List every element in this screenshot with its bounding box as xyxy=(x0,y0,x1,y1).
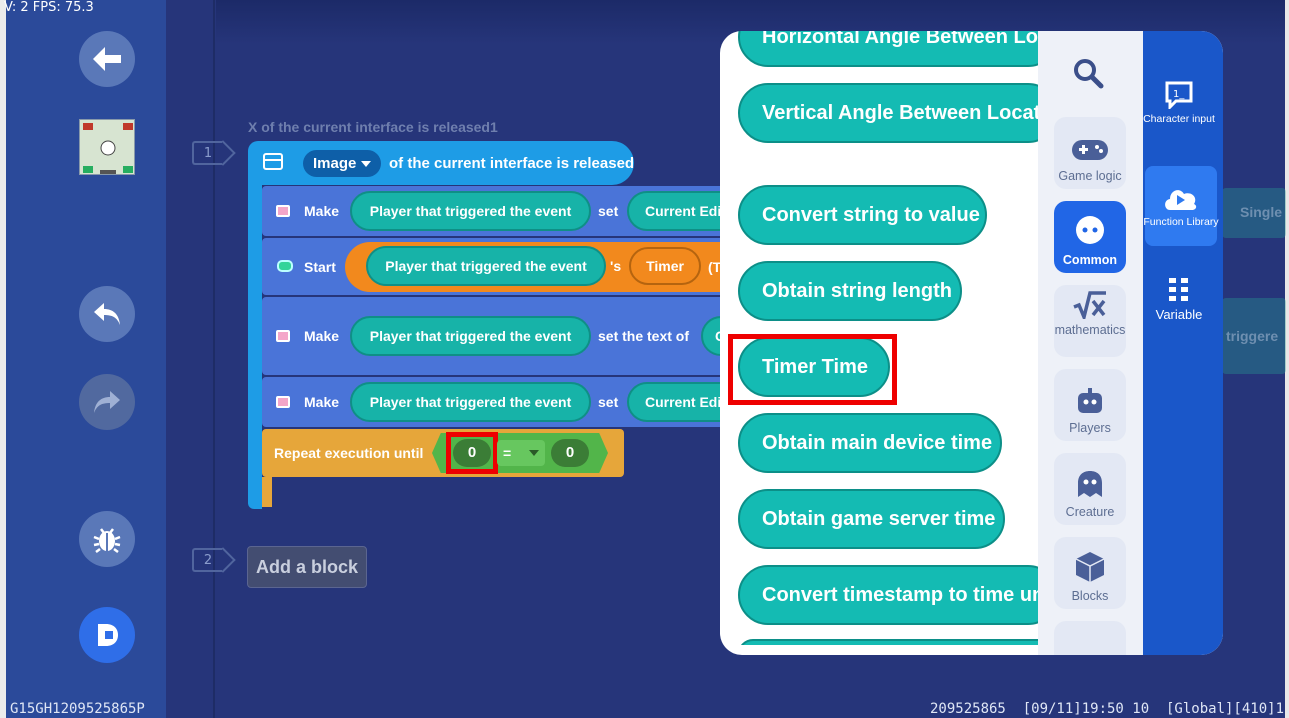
tab-variable[interactable]: Variable xyxy=(1143,277,1215,322)
category-column: Game logic Common mathematics Players Cr… xyxy=(1038,31,1143,655)
search-icon[interactable] xyxy=(1072,57,1104,94)
category-mathematics[interactable]: mathematics xyxy=(1054,285,1126,357)
row-verb: Start xyxy=(304,259,336,275)
line-gutter-divider xyxy=(213,0,215,718)
row-connector: set xyxy=(598,394,619,410)
redo-icon xyxy=(94,391,120,413)
row-verb: Make xyxy=(304,394,340,410)
row-verb: Make xyxy=(304,203,340,219)
event-block-spine xyxy=(248,183,262,509)
timer-field-pill[interactable]: Timer xyxy=(629,247,701,285)
row-verb: Make xyxy=(304,328,340,344)
ui-element-icon xyxy=(276,205,290,217)
tab-character-input[interactable]: 1_ Character input xyxy=(1143,81,1215,125)
window-icon xyxy=(263,153,283,170)
bug-icon xyxy=(93,528,121,553)
play-plug-icon xyxy=(98,624,118,646)
category-game-logic[interactable]: Game logic xyxy=(1054,117,1126,189)
robot-icon xyxy=(1078,388,1102,413)
scene-thumbnail[interactable] xyxy=(79,119,135,175)
category-players[interactable]: Players xyxy=(1054,369,1126,441)
repeat-label: Repeat execution until xyxy=(274,445,424,461)
chevron-down-icon xyxy=(361,161,371,167)
function-list[interactable]: Horizontal Angle Between Loca Vertical A… xyxy=(720,31,1038,645)
category-blocks[interactable]: Blocks xyxy=(1054,537,1126,609)
left-operand[interactable]: 0 xyxy=(453,439,491,467)
build-info-label: 209525865 [09/11]19:50 10 [Global][410]1… xyxy=(930,701,1289,717)
gamepad-icon xyxy=(1072,140,1108,160)
target-arg-pill[interactable]: Current Edit xyxy=(627,191,737,231)
background-block-hint: Single xyxy=(1222,188,1286,238)
svg-text:1_: 1_ xyxy=(1173,89,1185,100)
add-block-button[interactable]: Add a block xyxy=(247,546,367,588)
chat-input-icon: 1_ xyxy=(1165,81,1193,109)
sqrt-x-icon xyxy=(1073,291,1106,319)
fps-overlay: V: 2 FPS: 75.3 xyxy=(4,0,94,15)
operator-dropdown[interactable]: = xyxy=(497,440,545,466)
repeat-block-foot xyxy=(262,477,272,507)
function-block-horizontal-angle[interactable]: Horizontal Angle Between Loca xyxy=(738,31,1038,67)
event-target-dropdown[interactable]: Image xyxy=(303,150,381,177)
row-connector: set the text of xyxy=(598,328,690,344)
player-arg-pill[interactable]: Player that triggered the event xyxy=(366,246,606,286)
line-number-2: 2 xyxy=(192,548,222,572)
event-title: X of the current interface is released1 xyxy=(248,119,498,135)
undo-button[interactable] xyxy=(79,286,135,342)
function-block-timestamp-convert[interactable]: Convert timestamp to time unit xyxy=(738,565,1038,625)
line-number-1: 1 xyxy=(192,141,222,165)
function-block-string-to-value[interactable]: Convert string to value xyxy=(738,185,987,245)
row-connector: set xyxy=(598,203,619,219)
palette-side-tabs: 1_ Character input Function Library Vari… xyxy=(1143,31,1223,655)
possessive-label: 's xyxy=(610,258,622,274)
arrow-left-icon xyxy=(93,47,121,71)
category-creature[interactable]: Creature xyxy=(1054,453,1126,525)
background-block-hint: triggere xyxy=(1222,298,1286,374)
player-arg-pill[interactable]: Player that triggered the event xyxy=(350,382,591,422)
dots-icon xyxy=(1076,216,1104,244)
left-toolbar xyxy=(6,0,166,718)
grid-icon xyxy=(1169,278,1188,301)
highlight-box xyxy=(728,334,897,405)
category-partial[interactable] xyxy=(1054,621,1126,655)
player-arg-pill[interactable]: Player that triggered the event xyxy=(350,316,591,356)
function-block-partial[interactable] xyxy=(738,639,1038,645)
ui-element-icon xyxy=(276,396,290,408)
player-arg-pill[interactable]: Player that triggered the event xyxy=(350,191,591,231)
function-block-vertical-angle[interactable]: Vertical Angle Between Locatio xyxy=(738,83,1038,143)
event-suffix: of the current interface is released xyxy=(389,155,635,172)
right-operand[interactable]: 0 xyxy=(551,439,589,467)
function-block-main-device-time[interactable]: Obtain main device time xyxy=(738,413,1002,473)
device-id-label: G15GH1209525865P xyxy=(10,701,145,717)
target-arg-pill[interactable]: Current Edit xyxy=(627,382,737,422)
ui-element-icon xyxy=(276,330,290,342)
ghost-icon xyxy=(1078,471,1102,497)
highlight-box xyxy=(446,432,498,474)
function-block-string-length[interactable]: Obtain string length xyxy=(738,261,962,321)
back-button[interactable] xyxy=(79,31,135,87)
tab-function-library[interactable]: Function Library xyxy=(1143,166,1219,246)
redo-button[interactable] xyxy=(79,374,135,430)
undo-icon xyxy=(94,303,120,325)
run-button[interactable] xyxy=(79,607,135,663)
cloud-play-icon xyxy=(1165,190,1197,210)
window-edge xyxy=(0,0,6,718)
function-block-game-server-time[interactable]: Obtain game server time xyxy=(738,489,1005,549)
debug-button[interactable] xyxy=(79,511,135,567)
chevron-down-icon xyxy=(529,450,539,456)
gamepad-icon xyxy=(277,260,293,272)
category-common[interactable]: Common xyxy=(1054,201,1126,273)
window-edge-right xyxy=(1285,0,1289,718)
cube-icon xyxy=(1075,552,1105,582)
